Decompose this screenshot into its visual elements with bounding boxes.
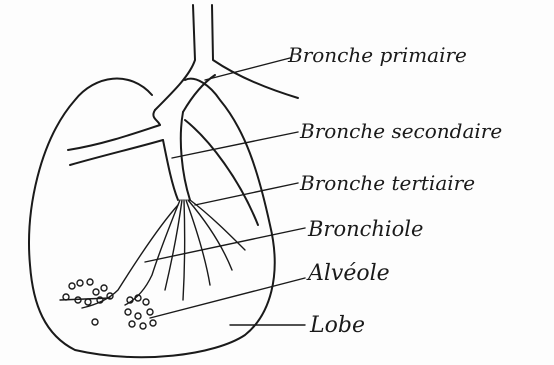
label-bronche-primaire: Bronche primaire <box>287 43 467 67</box>
bronchiole-7 <box>82 205 178 308</box>
bronchiole-5 <box>188 200 232 270</box>
secondary-bronchus-upper <box>68 125 160 150</box>
leader-bronche-primaire <box>205 58 290 80</box>
secondary-bronchus-left-wall <box>163 140 178 200</box>
leader-bronchiole <box>145 228 305 262</box>
bronchiole-2 <box>165 200 182 290</box>
secondary-bronchus-upper-lower-wall <box>70 140 163 165</box>
leader-bronche-secondaire <box>172 132 298 158</box>
label-lobe: Lobe <box>309 313 365 338</box>
lung-outline <box>29 79 275 358</box>
leader-alveole <box>150 278 305 318</box>
alveoli-cluster-left <box>60 279 113 325</box>
label-alveole: Alvéole <box>306 261 390 286</box>
bronchiole-1 <box>125 200 180 305</box>
label-bronche-tertiaire: Bronche tertiaire <box>299 171 475 195</box>
trachea-left-wall <box>155 5 195 110</box>
alveoli-cluster-right <box>125 295 156 329</box>
primary-bronchus-left <box>153 110 160 125</box>
label-bronche-secondaire: Bronche secondaire <box>299 119 502 143</box>
trachea-right-wall <box>212 5 298 98</box>
label-bronchiole: Bronchiole <box>307 217 423 241</box>
bronchiole-3 <box>183 200 185 300</box>
